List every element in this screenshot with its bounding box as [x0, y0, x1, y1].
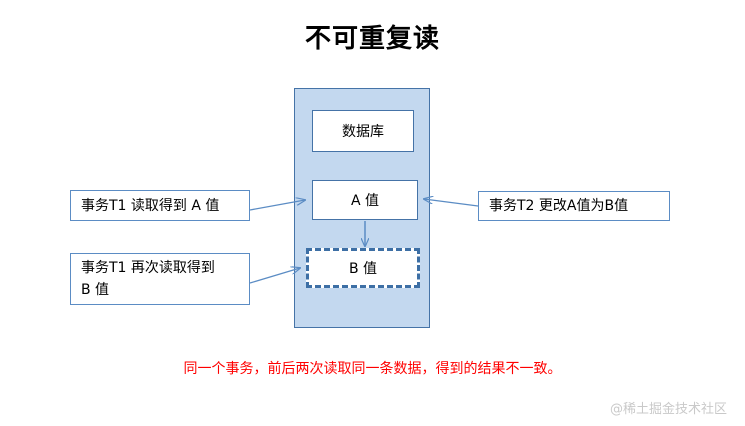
annotation-t2-update-text: 事务T2 更改A值为B值 [489, 198, 629, 214]
b-value-label: B 值 [348, 261, 378, 277]
caption-text: 同一个事务，前后两次读取同一条数据，得到的结果不一致。 [183, 361, 562, 377]
database-label-box: 数据库 [312, 110, 414, 152]
annotation-t2-update: 事务T2 更改A值为B值 [478, 191, 670, 221]
annotation-t1-reread: 事务T1 再次读取得到 B 值 [70, 253, 250, 305]
annotation-t1-reread-line2: B 值 [81, 282, 110, 298]
page-title: 不可重复读 [304, 24, 440, 54]
a-value-label: A 值 [350, 193, 380, 209]
watermark: @稀土掘金技术社区 [609, 402, 727, 417]
annotation-t1-read-text: 事务T1 读取得到 A 值 [81, 197, 220, 214]
arrow-t1-reread-to-b [249, 268, 300, 284]
a-value-box: A 值 [312, 180, 418, 220]
annotation-t1-read: 事务T1 读取得到 A 值 [70, 190, 250, 221]
arrow-t2-update-to-a [424, 199, 479, 207]
b-value-box: B 值 [306, 248, 420, 288]
database-label: 数据库 [342, 124, 384, 140]
annotation-t1-reread-line1: 事务T1 再次读取得到 [81, 260, 215, 276]
